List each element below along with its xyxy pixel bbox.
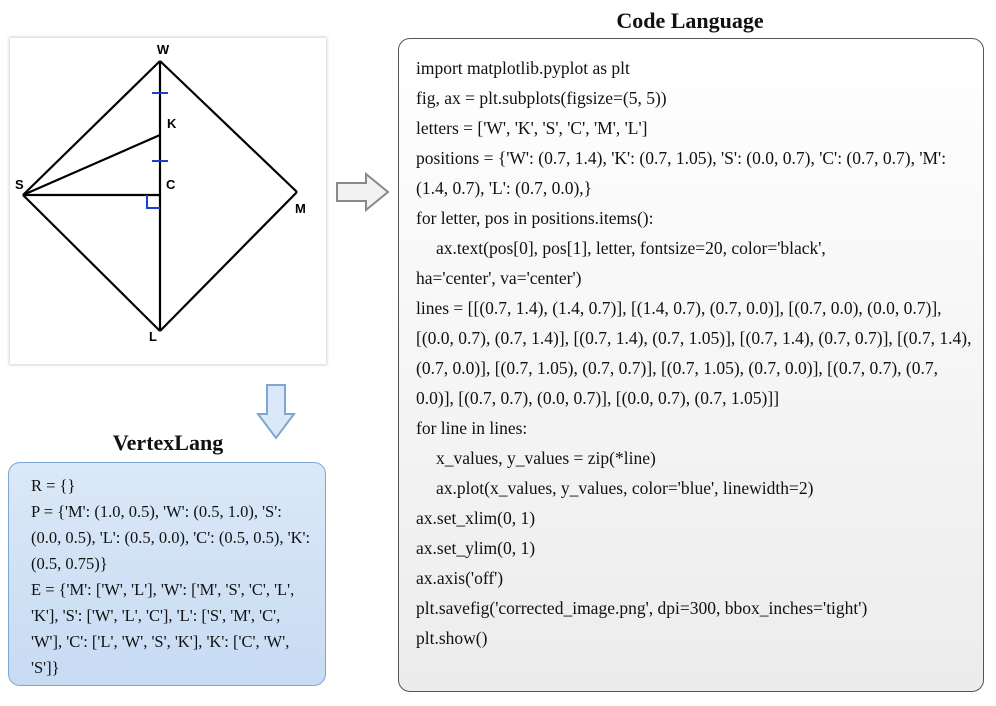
code-language-title: Code Language <box>616 8 764 33</box>
edge-S-W <box>22 60 161 196</box>
vertex-label-M: M <box>295 201 306 216</box>
vertexlang-line-R: R = {} <box>31 476 76 495</box>
edge-S-K <box>22 133 161 197</box>
code-line: positions = {'W': (0.7, 1.4), 'K': (0.7,… <box>416 148 947 198</box>
vertex-label-L: L <box>149 329 157 344</box>
vertex-label-K: K <box>167 116 177 131</box>
geometry-diagram: W K S C M L <box>15 42 306 344</box>
vertex-label-C: C <box>166 177 176 192</box>
code-line: fig, ax = plt.subplots(figsize=(5, 5)) <box>416 88 667 108</box>
code-line: ax.set_xlim(0, 1) <box>416 508 536 528</box>
right-angle-marker <box>146 195 160 209</box>
arrow-down-icon <box>256 384 296 445</box>
code-line: x_values, y_values = zip(*line) <box>436 448 656 468</box>
edge-W-M <box>159 60 298 193</box>
edge-M-L <box>159 191 298 332</box>
vertex-label-S: S <box>15 177 24 192</box>
code-line: for line in lines: <box>416 418 528 438</box>
code-line: plt.savefig('corrected_image.png', dpi=3… <box>416 598 868 618</box>
arrow-right-icon <box>336 171 390 217</box>
code-line: for letter, pos in positions.items(): <box>416 208 654 228</box>
code-line: letters = ['W', 'K', 'S', 'C', 'M', 'L'] <box>416 118 648 138</box>
vertexlang-box: R = {} P = {'M': (1.0, 0.5), 'W': (0.5, … <box>8 462 326 686</box>
geometry-figure-panel: W K S C M L <box>10 38 326 364</box>
edge-L-S <box>22 194 161 332</box>
code-language-box: import matplotlib.pyplot as plt fig, ax … <box>398 38 984 692</box>
code-line: lines = [[(0.7, 1.4), (1.4, 0.7)], [(1.4… <box>416 298 972 408</box>
vertex-label-W: W <box>157 42 170 57</box>
vertexlang-line-E: E = {'M': ['W', 'L'], 'W': ['M', 'S', 'C… <box>31 580 295 677</box>
vertexlang-line-P: P = {'M': (1.0, 0.5), 'W': (0.5, 1.0), '… <box>31 502 311 573</box>
code-line: plt.show() <box>416 628 488 648</box>
code-line: ax.set_ylim(0, 1) <box>416 538 536 558</box>
code-line: ax.text(pos[0], pos[1], letter, fontsize… <box>436 238 826 258</box>
code-line: ax.plot(x_values, y_values, color='blue'… <box>436 478 814 498</box>
code-line: ax.axis('off') <box>416 568 504 588</box>
code-line: ha='center', va='center') <box>416 268 582 288</box>
code-line: import matplotlib.pyplot as plt <box>416 58 630 78</box>
vertexlang-title: VertexLang <box>112 430 224 455</box>
